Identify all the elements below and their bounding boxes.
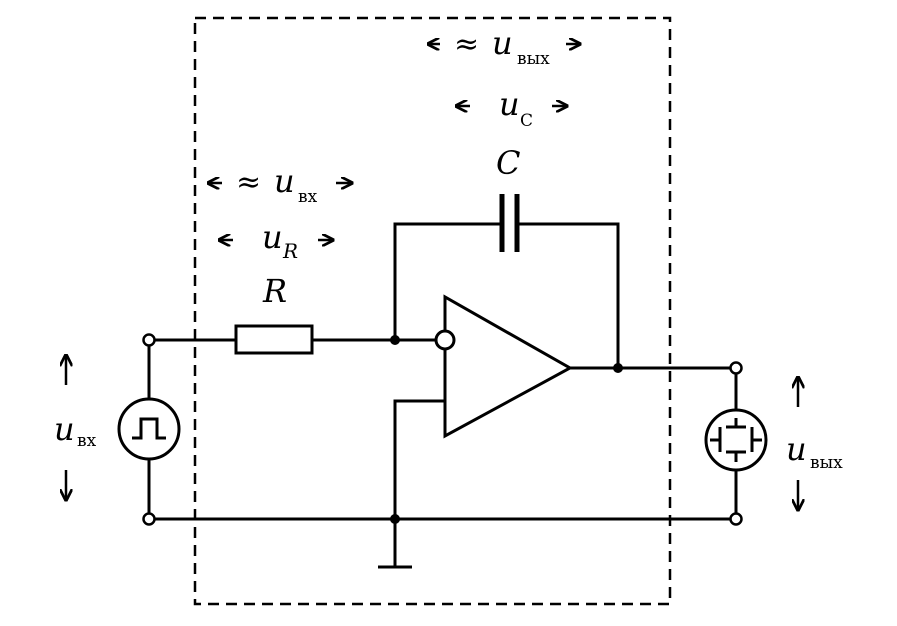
noninverting-input-wire [393,399,445,519]
label-u-in-left: u вх [54,355,97,500]
u-symbol: u [54,410,75,448]
capacitor-label: C [496,144,520,182]
u-subscript: C [520,111,533,131]
resistor [234,324,314,355]
u-symbol: u [492,24,513,62]
junction-node-output [613,363,623,373]
junction-node-inverting [390,335,400,345]
oscilloscope-icon [704,408,768,472]
terminal-output-top [729,361,743,375]
u-subscript: вых [810,453,843,473]
resistor-label: R [262,272,287,310]
u-symbol: u [262,218,283,256]
u-symbol: u [274,162,295,200]
u-subscript: вх [77,431,97,451]
junction-node-ground [390,514,400,524]
u-subscript: вых [517,49,550,69]
u-symbol: u [786,430,807,468]
label-u-out-approx: ≈ u вых [428,24,580,69]
u-symbol: u [499,85,520,123]
terminal-input-top [142,333,156,347]
label-u-r: u R [219,218,333,263]
feedback-left-wire [393,222,502,340]
label-u-in-approx: ≈ u вх [208,162,352,207]
terminal-input-bottom [142,512,156,526]
pulse-generator-icon [117,397,181,461]
terminal-output-bottom [729,512,743,526]
feedback-right-wire [517,222,620,368]
inverting-input-circle [434,329,456,351]
approx-sign: ≈ [454,27,479,62]
op-amp [443,294,574,439]
approx-sign: ≈ [236,165,261,200]
u-subscript: R [282,239,298,263]
label-u-out-right: u вых [786,377,843,510]
u-subscript: вх [298,187,318,207]
dashed-boundary [193,16,672,606]
label-u-c: u C [456,85,567,131]
